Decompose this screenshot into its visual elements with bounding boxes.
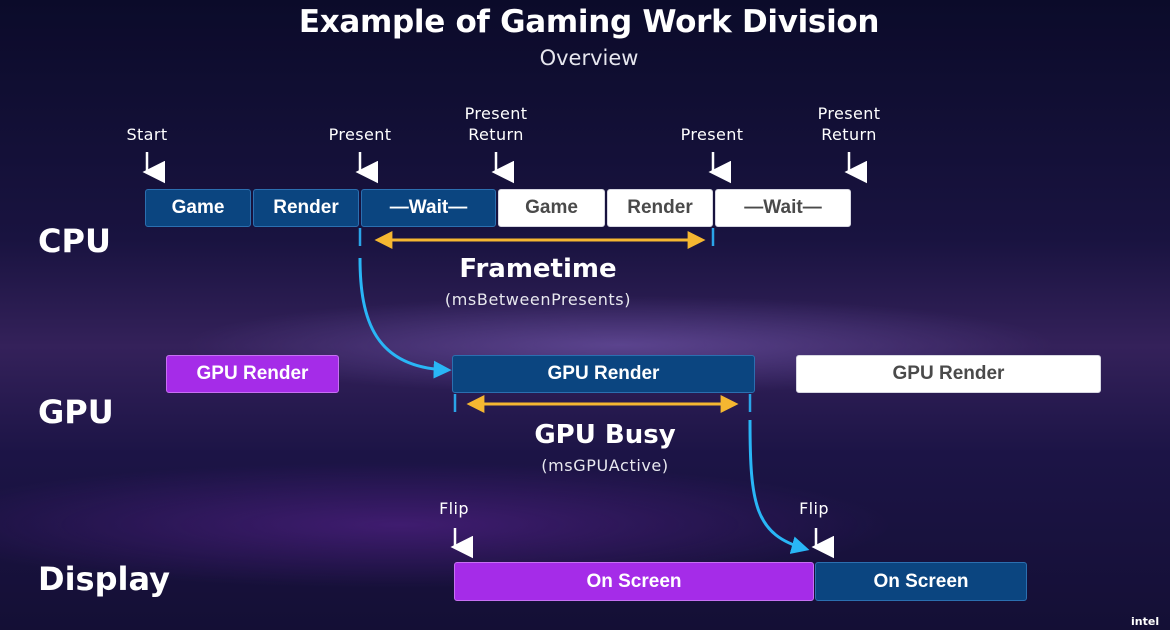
cpu-wait-block-2: —Wait— bbox=[715, 189, 851, 227]
present-marker-label-2: Present bbox=[680, 125, 744, 144]
start-marker-label: Start bbox=[126, 125, 168, 144]
gpu-busy-metric: (msGPUActive) bbox=[541, 456, 669, 475]
present-return-marker-label-1: Present Return bbox=[464, 104, 528, 144]
frametime-metric: (msBetweenPresents) bbox=[444, 290, 632, 309]
cpu-render-block-2: Render bbox=[607, 189, 713, 227]
display-on-screen-block-2: On Screen bbox=[815, 562, 1027, 601]
frametime-label: Frametime bbox=[459, 254, 617, 284]
cpu-game-block-1: Game bbox=[145, 189, 251, 227]
cpu-game-block-2: Game bbox=[498, 189, 605, 227]
cpu-wait-block-1: —Wait— bbox=[361, 189, 496, 227]
present-marker-label-1: Present bbox=[328, 125, 392, 144]
gpu-busy-label: GPU Busy bbox=[534, 420, 676, 450]
display-on-screen-block-1: On Screen bbox=[454, 562, 814, 601]
gpu-render-block-prev: GPU Render bbox=[166, 355, 339, 393]
gpu-render-block-next: GPU Render bbox=[796, 355, 1101, 393]
flip-marker-label-1: Flip bbox=[439, 499, 469, 518]
present-return-marker-label-2: Present Return bbox=[817, 104, 881, 144]
gpu-to-flip-curve-arrow bbox=[748, 419, 810, 554]
display-row-label: Display bbox=[38, 560, 170, 598]
slide-subtitle: Overview bbox=[539, 46, 639, 70]
intel-logo: intel bbox=[1131, 615, 1160, 628]
slide-title: Example of Gaming Work Division bbox=[298, 4, 880, 40]
flip-marker-label-2: Flip bbox=[799, 499, 829, 518]
cpu-row-label: CPU bbox=[38, 222, 111, 260]
gpu-row-label: GPU bbox=[38, 393, 114, 431]
cpu-render-block-1: Render bbox=[253, 189, 359, 227]
gpu-render-block-current: GPU Render bbox=[452, 355, 755, 393]
